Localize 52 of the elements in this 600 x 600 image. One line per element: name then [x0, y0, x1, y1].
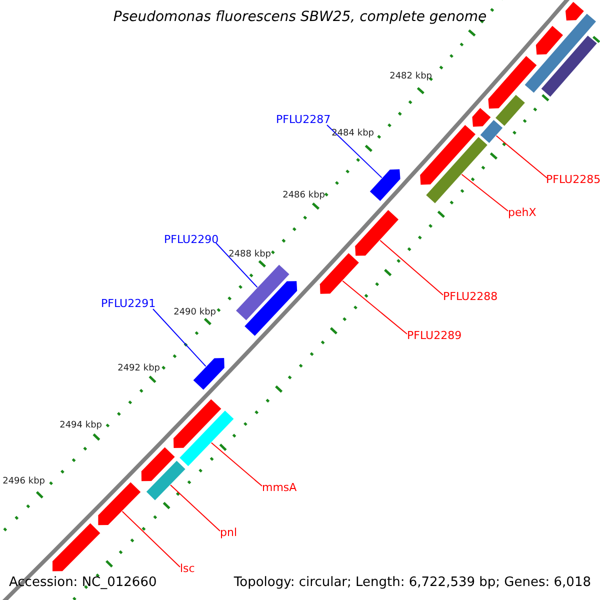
- gene-bar: [244, 281, 298, 336]
- gene-bar: [480, 120, 503, 143]
- leader-line: [122, 510, 180, 568]
- gene-label: PFLU2291: [101, 297, 156, 310]
- gene-label: pehX: [508, 206, 536, 219]
- gene-bar: [496, 94, 525, 126]
- leader-line: [342, 280, 408, 334]
- gene-bar: [536, 26, 563, 55]
- gene-bar: [141, 447, 175, 482]
- gene-bar: [566, 2, 584, 20]
- title: Pseudomonas fluorescens SBW25, complete genome: [113, 8, 487, 27]
- gene-bar: [52, 523, 100, 572]
- tick-label: 2482 kbp: [390, 72, 432, 82]
- gene-label: lsc: [180, 562, 195, 575]
- leader-line: [461, 174, 508, 212]
- gene-bar: [180, 410, 234, 466]
- tick-label: 2492 kbp: [118, 364, 160, 374]
- footer-text: Topology: circular; Length: 6,722,539 bp; Genes: 6,018: [234, 574, 591, 592]
- gene-bar: [370, 169, 400, 201]
- gene-bar: [193, 358, 224, 390]
- tick-label: 2488 kbp: [228, 250, 271, 260]
- gene-label: PFLU2290: [164, 233, 219, 246]
- footer-text: Accession: NC_012660: [9, 574, 157, 592]
- gene-bar: [426, 137, 488, 204]
- leader-line: [152, 308, 206, 367]
- gene-bar: [320, 253, 359, 294]
- leader-line: [326, 124, 382, 178]
- tick-label: 2490 kbp: [174, 308, 216, 318]
- leader-line: [216, 242, 258, 288]
- gene-label: PFLU2288: [443, 290, 498, 303]
- gene-bar: [488, 56, 537, 109]
- gene-bar: [524, 14, 596, 93]
- gene-label: PFLU2289: [407, 329, 462, 342]
- gene-label: pnl: [220, 526, 238, 539]
- leader-line: [380, 240, 444, 296]
- gene-bar: [355, 210, 398, 256]
- gene-bar: [472, 108, 491, 127]
- gene-bar: [146, 460, 186, 500]
- tick-label: 2496 kbp: [2, 476, 45, 488]
- gene-bar: [420, 125, 476, 185]
- gene-bar: [541, 36, 597, 97]
- tick-label: 2486 kbp: [282, 190, 325, 202]
- gene-bar: [98, 482, 141, 526]
- gene-label: PFLU2285: [546, 173, 600, 186]
- leader-line: [210, 442, 262, 486]
- gene-label: PFLU2287: [276, 113, 331, 126]
- gene-bar: [174, 399, 222, 448]
- gene-label: mmsA: [262, 481, 297, 494]
- leader-line: [496, 135, 548, 178]
- tick-label: 2494 kbp: [60, 420, 102, 432]
- gene-bar: [236, 264, 290, 320]
- leader-line: [170, 484, 220, 532]
